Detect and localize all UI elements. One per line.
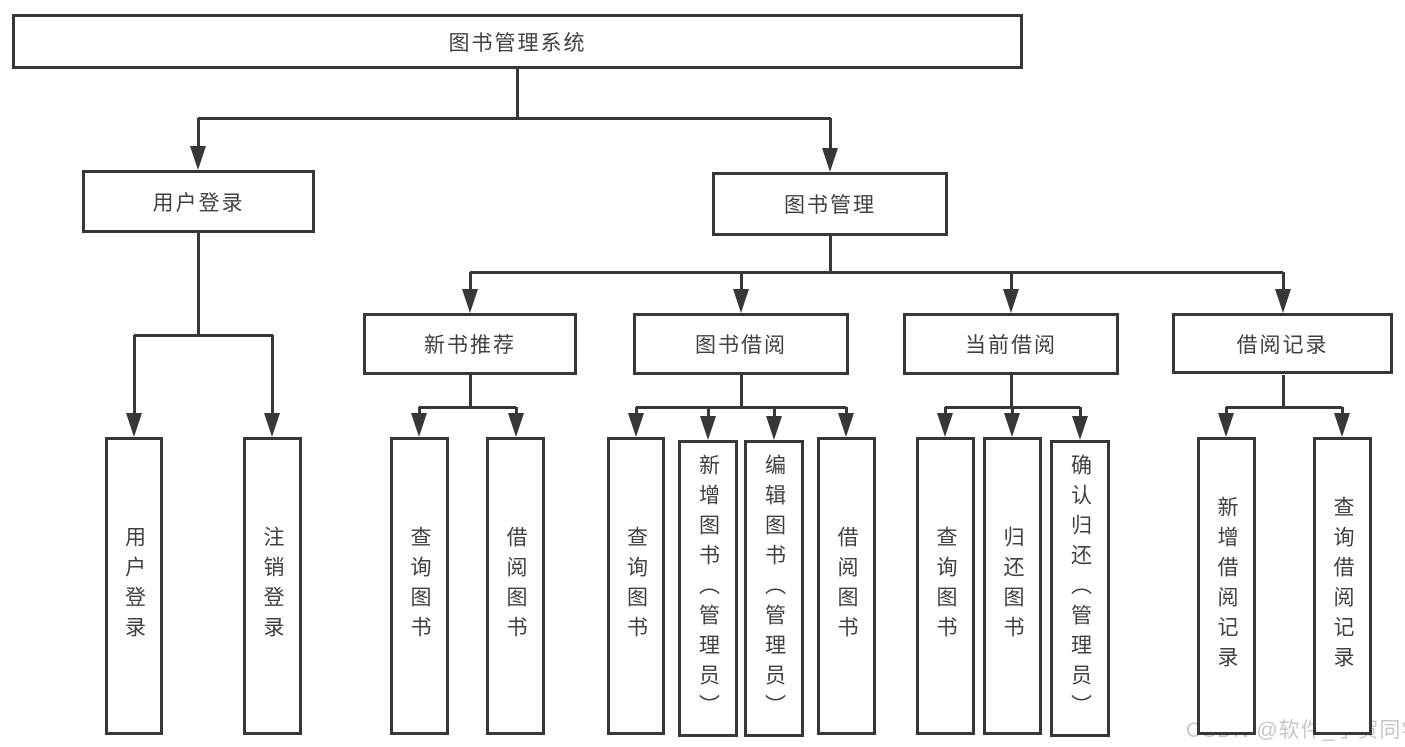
node-label: 编辑图书（管理员） <box>762 453 786 724</box>
arrowhead-down-icon <box>1003 289 1019 313</box>
arrowhead-down-icon <box>937 413 953 437</box>
node-login-func: 用户登录 <box>105 437 163 735</box>
arrowhead-down-icon <box>700 416 716 440</box>
arrowhead-down-icon <box>190 146 206 170</box>
node-root: 图书管理系统 <box>12 14 1023 69</box>
connector-line <box>740 272 743 294</box>
arrowhead-down-icon <box>838 413 854 437</box>
arrowhead-down-icon <box>1218 413 1234 437</box>
connector-line <box>516 69 519 118</box>
connector-line <box>469 375 472 407</box>
node-label: 用户登录 <box>152 191 245 215</box>
node-label: 注销登录 <box>261 526 284 646</box>
connector-line <box>1282 272 1285 294</box>
node-current-borrow: 当前借阅 <box>903 313 1119 375</box>
connector-line <box>133 335 136 417</box>
node-label: 查询图书 <box>624 526 648 646</box>
arrowhead-down-icon <box>1275 289 1291 313</box>
node-label: 归还图书 <box>1001 526 1024 646</box>
arrowhead-down-icon <box>822 148 838 172</box>
arrowhead-down-icon <box>508 413 524 437</box>
node-label: 查询借阅记录 <box>1331 496 1354 676</box>
node-label: 图书管理系统 <box>448 31 587 55</box>
node-cur-return-books: 归还图书 <box>983 437 1042 735</box>
connector-line <box>773 407 776 422</box>
connector-line <box>470 271 1283 274</box>
connector-line <box>1010 272 1013 294</box>
node-label: 查询图书 <box>408 526 431 646</box>
connector-line <box>829 118 832 152</box>
connector-line <box>1226 406 1342 409</box>
connector-line <box>469 272 472 294</box>
arrowhead-down-icon <box>628 413 644 437</box>
connector-line <box>134 334 273 337</box>
node-borrow-add-books: 新增图书（管理员） <box>678 440 738 737</box>
connector-line <box>636 406 846 409</box>
connector-line <box>271 335 274 417</box>
connector-line <box>740 375 743 407</box>
connector-line <box>198 117 831 120</box>
node-book-mgmt: 图书管理 <box>712 172 948 236</box>
node-user-login: 用户登录 <box>82 170 315 233</box>
node-book-borrow: 图书借阅 <box>633 313 849 375</box>
node-label: 新增图书（管理员） <box>696 453 720 724</box>
connector-line <box>1079 407 1082 422</box>
node-label: 图书借阅 <box>695 334 787 357</box>
connector-line <box>1010 375 1013 407</box>
node-label: 借阅记录 <box>1236 333 1329 357</box>
arrowhead-down-icon <box>462 289 478 313</box>
node-label: 借阅图书 <box>835 526 858 646</box>
node-label: 确认归还（管理员） <box>1068 453 1092 724</box>
connector-line <box>707 407 710 422</box>
arrowhead-down-icon <box>126 413 142 437</box>
connector-line <box>197 233 200 335</box>
connector-line <box>829 236 832 272</box>
node-cur-confirm-return: 确认归还（管理员） <box>1050 440 1110 737</box>
arrowhead-down-icon <box>733 289 749 313</box>
node-label: 用户登录 <box>122 526 146 646</box>
connector-line <box>197 118 200 150</box>
arrowhead-down-icon <box>264 413 280 437</box>
connector-line <box>1282 375 1285 407</box>
arrowhead-down-icon <box>1072 416 1088 440</box>
connector-line <box>419 406 516 409</box>
node-label: 借阅图书 <box>504 526 527 646</box>
arrowhead-down-icon <box>766 416 782 440</box>
node-records-query: 查询借阅记录 <box>1313 437 1372 735</box>
node-label: 当前借阅 <box>965 334 1057 357</box>
node-new-book-rec: 新书推荐 <box>363 313 577 375</box>
node-borrow-query-books: 查询图书 <box>607 437 665 735</box>
node-label: 新增借阅记录 <box>1215 496 1238 676</box>
node-records-add: 新增借阅记录 <box>1197 437 1256 735</box>
node-borrow-borrow-books: 借阅图书 <box>817 437 876 735</box>
node-label: 查询图书 <box>934 526 957 646</box>
node-label: 新书推荐 <box>424 334 516 357</box>
arrowhead-down-icon <box>1004 413 1020 437</box>
node-borrow-records: 借阅记录 <box>1172 313 1393 374</box>
node-cur-query-books: 查询图书 <box>916 437 975 735</box>
arrowhead-down-icon <box>1334 413 1350 437</box>
node-borrow-edit-books: 编辑图书（管理员） <box>744 440 804 737</box>
node-logout-func: 注销登录 <box>243 437 302 735</box>
node-rec-borrow-books: 借阅图书 <box>486 437 545 735</box>
node-label: 图书管理 <box>784 194 876 217</box>
arrowhead-down-icon <box>411 413 427 437</box>
node-rec-query-books: 查询图书 <box>390 437 449 735</box>
